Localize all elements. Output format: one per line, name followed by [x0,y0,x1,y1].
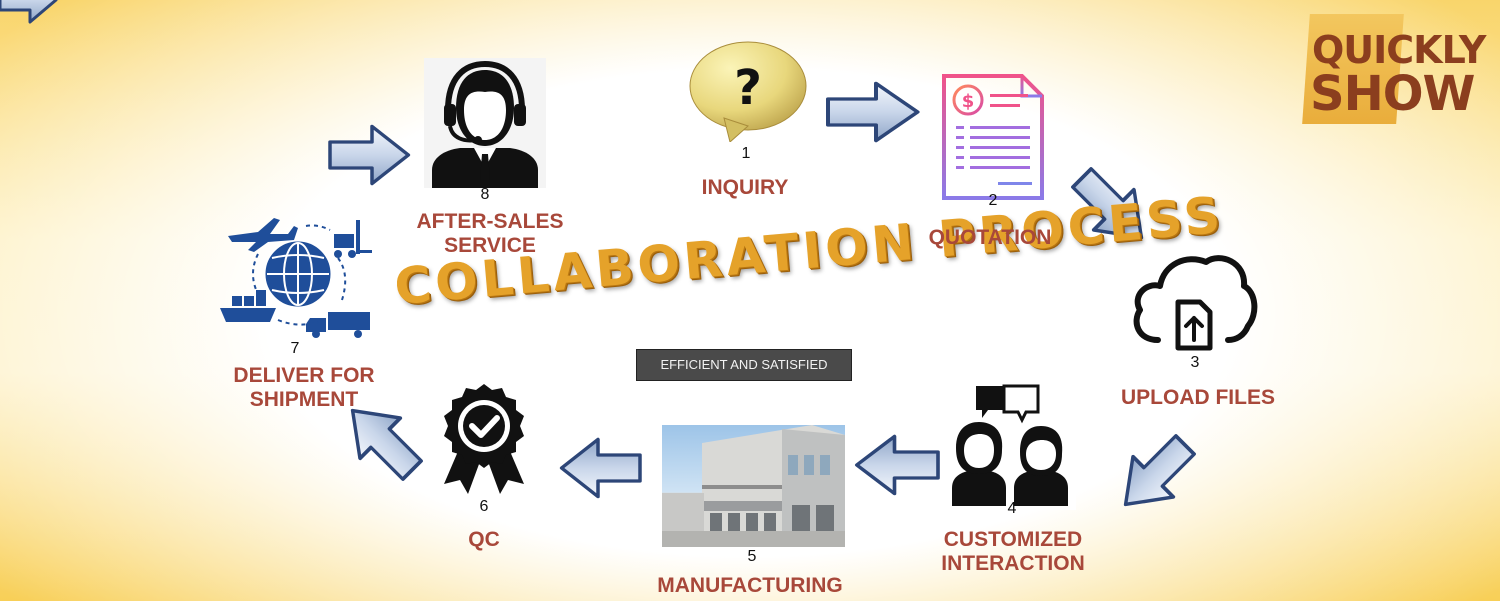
step-4-label-line2: INTERACTION [941,552,1085,575]
svg-text:?: ? [734,60,762,116]
step-5-number: 5 [747,548,757,565]
arrow-upload-to-interaction [1123,434,1196,507]
step-5-label: MANUFACTURING [657,574,843,597]
cloud-upload-icon [1133,255,1258,351]
step-3-label: UPLOAD FILES [1120,386,1275,409]
arrow-deliver-to-aftersales [328,124,411,186]
step-6-number: 6 [479,498,489,515]
arrow-template [0,0,58,24]
step-6-label: QC [468,528,500,551]
global-logistics-icon [220,218,372,338]
arrow-interaction-to-manufacturing [854,434,940,496]
step-8-number: 8 [480,186,490,203]
step-7-number: 7 [290,340,300,357]
step-2-number: 2 [988,192,998,209]
step-8-label-line2: SERVICE [444,234,536,257]
diagram-subtitle: EFFICIENT AND SATISFIED [636,349,852,381]
step-7-label-line1: DELIVER FOR [233,364,375,387]
step-7-label: DELIVER FOR SHIPMENT [206,364,402,412]
arrow-qc-to-deliver [350,408,423,481]
factory-building-photo [662,425,845,547]
step-4-number: 4 [1007,500,1017,517]
logo-line2: SHOW [1310,66,1475,122]
step-1-label: INQUIRY [701,176,789,199]
step-1-number: 1 [741,145,751,162]
brand-logo: QUICKLY SHOW [1302,14,1492,126]
arrow-inquiry-to-quotation [825,81,920,143]
headset-agent-icon [424,58,546,188]
quality-badge-icon [444,384,524,494]
invoice-document-icon: $ [942,74,1044,200]
logo-line1: QUICKLY [1312,28,1486,72]
step-8-label: AFTER-SALES SERVICE [392,210,588,258]
step-7-label-line2: SHIPMENT [249,388,359,411]
step-3-number: 3 [1190,354,1200,371]
arrow-quotation-to-upload [1071,167,1144,240]
question-speech-bubble-icon: ? [689,41,807,142]
step-8-label-line1: AFTER-SALES [416,210,564,233]
factory-illustration [662,425,845,547]
svg-text:$: $ [962,91,975,112]
two-people-chat-icon [942,382,1076,510]
arrow-manufacturing-to-qc [559,437,642,499]
step-4-label-line1: CUSTOMIZED [943,528,1083,551]
step-2-label: QUOTATION [928,226,1052,249]
step-4-label: CUSTOMIZED INTERACTION [920,528,1106,576]
